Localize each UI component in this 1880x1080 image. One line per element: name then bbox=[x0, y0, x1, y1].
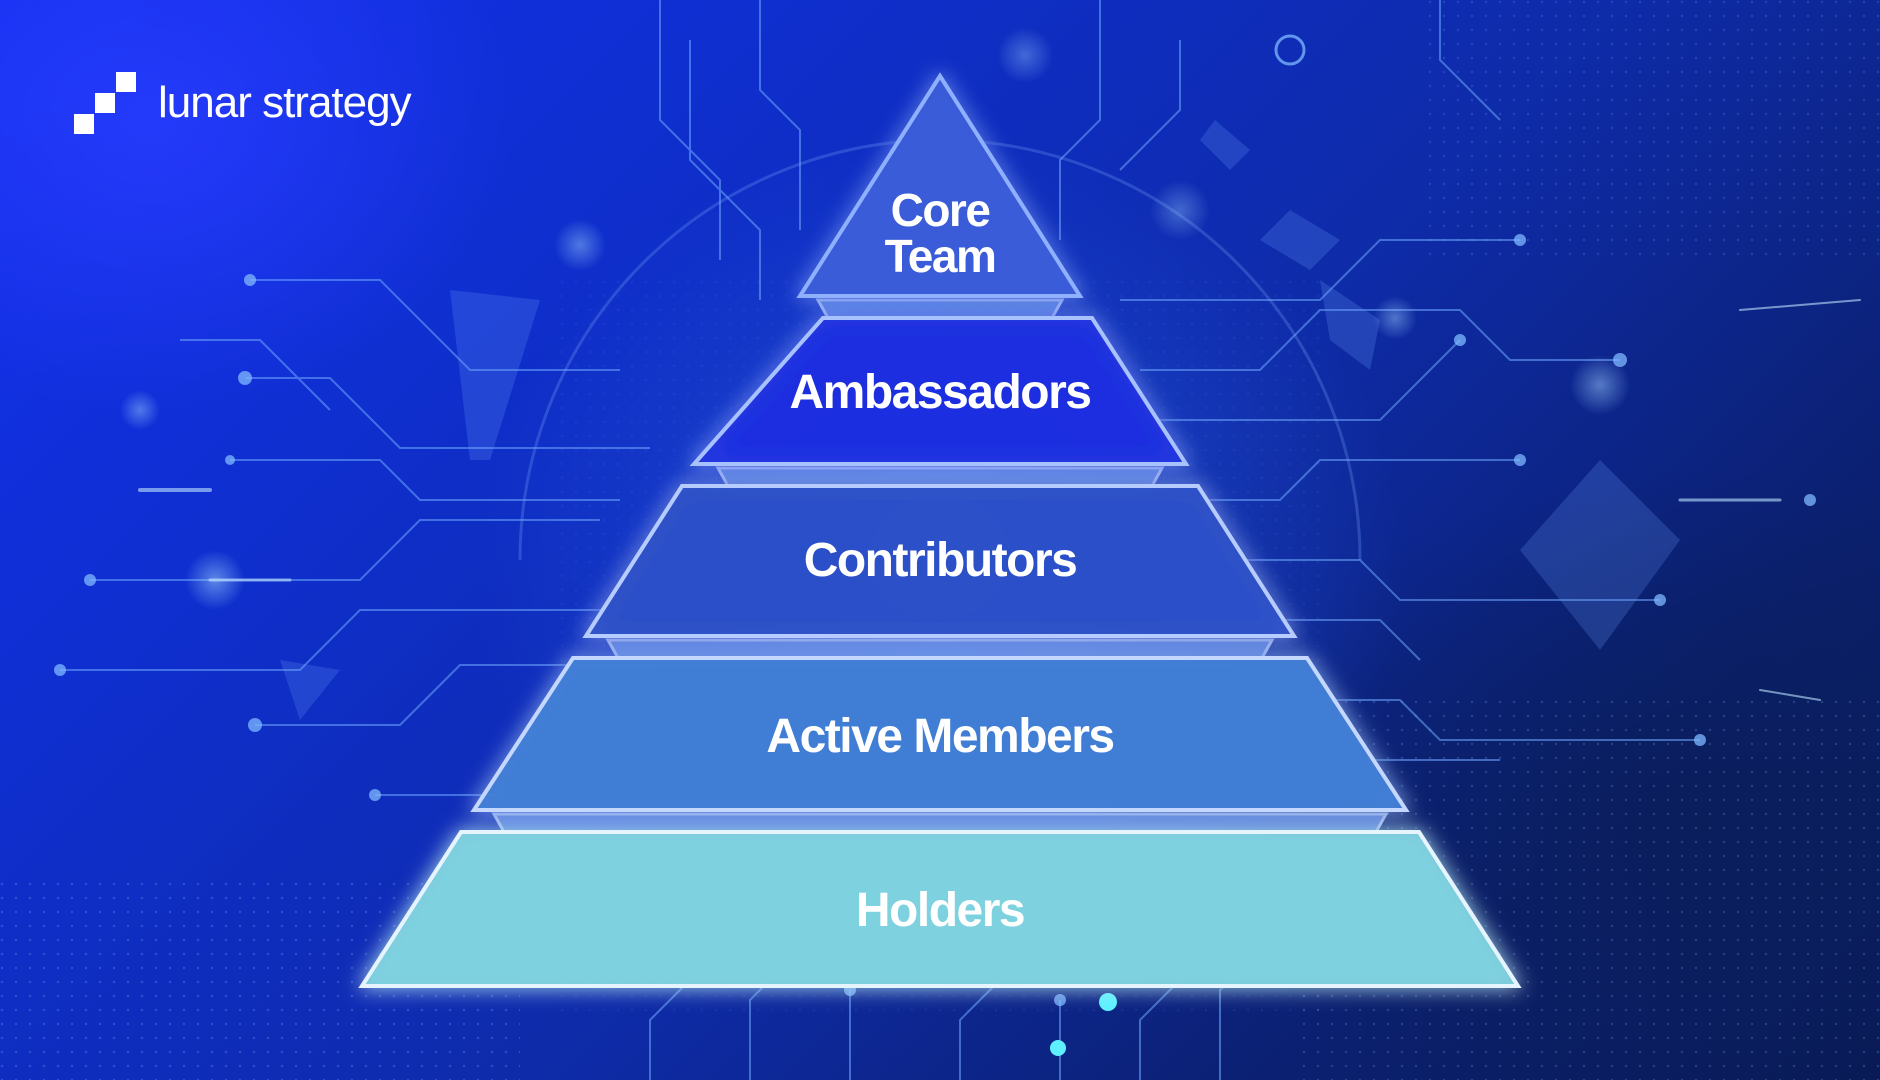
tier-holders-label: Holders bbox=[856, 884, 1024, 937]
pixel-stairs-logo-icon bbox=[74, 72, 136, 134]
tier-core-team bbox=[796, 72, 1084, 298]
tier-ambassadors-label: Ambassadors bbox=[790, 366, 1091, 419]
tier-contributors-label: Contributors bbox=[804, 534, 1077, 587]
tier-ambassadors-shape bbox=[689, 316, 1190, 466]
tier-active-members-label: Active Members bbox=[766, 710, 1113, 763]
tier-holders-shape bbox=[358, 830, 1522, 988]
tier-contributors bbox=[582, 484, 1298, 638]
tier-active-members-shape bbox=[470, 656, 1410, 812]
tier-holders bbox=[358, 830, 1522, 988]
tier-core-team-label-line1: Core bbox=[891, 184, 991, 236]
tier-contributors-shape bbox=[582, 484, 1298, 638]
tier-active-members bbox=[470, 656, 1410, 812]
brand-logo: lunar strategy bbox=[74, 72, 412, 134]
brand-name: lunar strategy bbox=[158, 78, 412, 127]
tier-core-team-label-line2: Team bbox=[885, 230, 996, 282]
tier-ambassadors bbox=[689, 316, 1190, 466]
tier-core-team-shape bbox=[796, 72, 1084, 298]
